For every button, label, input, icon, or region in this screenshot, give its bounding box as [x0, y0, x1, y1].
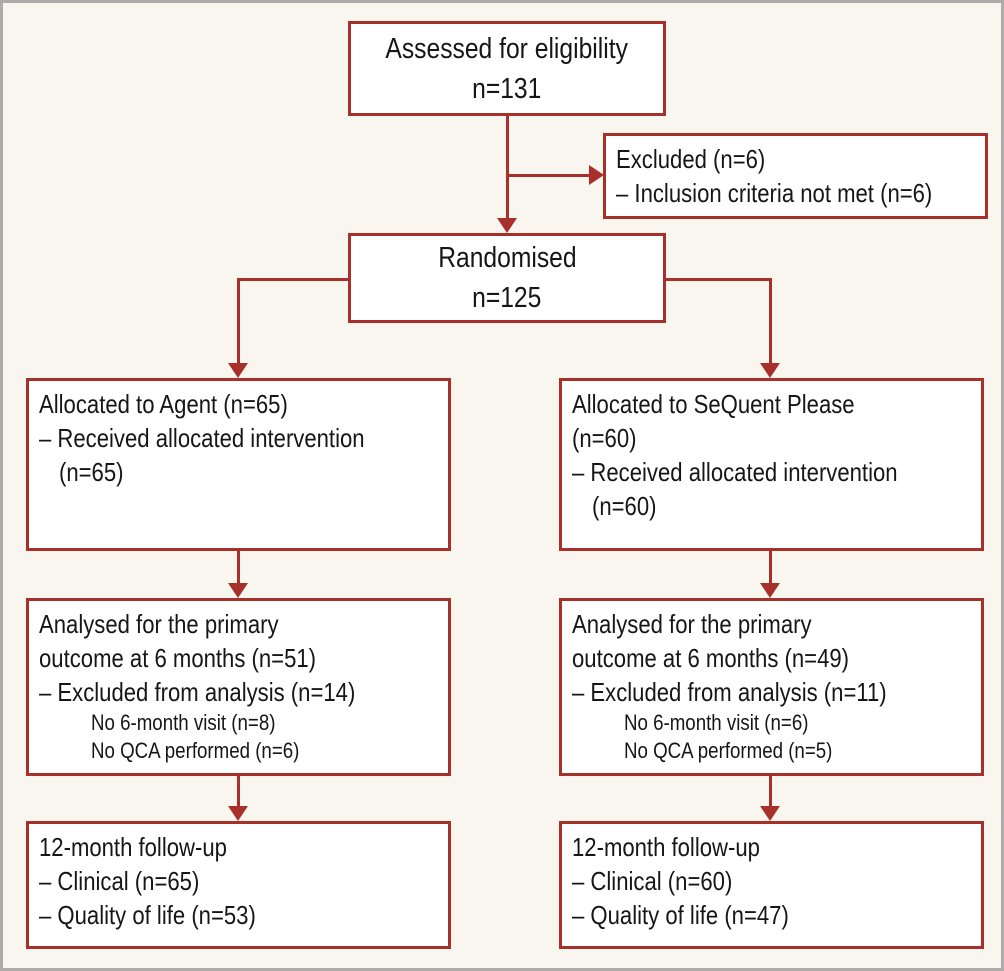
analysis-agent-line: – Excluded from analysis (n=14)	[39, 675, 438, 709]
arrowhead-right-excluded	[589, 165, 604, 185]
excluded-reason: – Inclusion criteria not met (n=6)	[616, 176, 975, 210]
connector-randomised-right-horizontal	[665, 278, 772, 281]
box-excluded: Excluded (n=6) – Inclusion criteria not …	[603, 133, 988, 219]
box-analysed-sequent: Analysed for the primary outcome at 6 mo…	[559, 598, 984, 776]
followup-agent-text: – Clinical (n=65)	[39, 866, 200, 896]
analysis-sequent-line: – Excluded from analysis (n=11)	[572, 675, 971, 709]
randomised-count: n=125	[466, 278, 547, 318]
analysis-agent-line: outcome at 6 months (n=51)	[39, 641, 438, 675]
followup-agent-text: 12-month follow-up	[39, 832, 227, 862]
connector-randomised-left-horizontal	[237, 278, 348, 281]
connector-alloc-analysis-agent	[237, 551, 240, 585]
box-followup-sequent: 12-month follow-up – Clinical (n=60) – Q…	[559, 821, 984, 949]
alloc-agent-line: – Received allocated intervention	[39, 421, 438, 455]
randomised-title: Randomised	[426, 238, 589, 278]
arrowhead-down-alloc-sequent	[760, 363, 780, 378]
connector-alloc-analysis-sequent	[769, 551, 772, 585]
analysis-sequent-text: No QCA performed (n=5)	[624, 738, 833, 763]
excluded-title: Excluded (n=6)	[616, 142, 975, 176]
followup-agent-text: – Quality of life (n=53)	[39, 900, 256, 930]
alloc-agent-line: Allocated to Agent (n=65)	[39, 387, 438, 421]
analysis-sequent-text: No 6-month visit (n=6)	[624, 710, 809, 735]
analysis-sequent-text: – Excluded from analysis (n=11)	[572, 677, 887, 707]
assessed-count: n=131	[466, 69, 547, 109]
analysis-agent-subline: No 6-month visit (n=8)	[39, 709, 438, 737]
box-assessed-eligibility: Assessed for eligibility n=131	[348, 21, 666, 116]
analysis-agent-text: No QCA performed (n=6)	[91, 738, 300, 763]
analysis-sequent-subline: No 6-month visit (n=6)	[572, 709, 971, 737]
followup-agent-line: 12-month follow-up	[39, 830, 438, 864]
followup-sequent-line: – Clinical (n=60)	[572, 864, 971, 898]
connector-randomised-right-vertical	[769, 278, 772, 365]
alloc-agent-line: (n=65)	[39, 455, 438, 489]
alloc-sequent-text: – Received allocated intervention	[572, 457, 898, 487]
assessed-count-text: n=131	[472, 72, 542, 105]
assessed-title: Assessed for eligibility	[364, 29, 649, 69]
analysis-sequent-text: outcome at 6 months (n=49)	[572, 643, 850, 673]
randomised-title-text: Randomised	[437, 242, 577, 274]
analysis-sequent-text: Analysed for the primary	[572, 609, 812, 639]
arrowhead-down-alloc-agent	[228, 363, 248, 378]
followup-sequent-text: 12-month follow-up	[572, 832, 760, 862]
connector-assessed-to-randomised	[506, 116, 509, 220]
box-followup-agent: 12-month follow-up – Clinical (n=65) – Q…	[26, 821, 451, 949]
analysis-sequent-line: Analysed for the primary	[572, 607, 971, 641]
connector-to-excluded	[506, 174, 590, 177]
analysis-agent-text: Analysed for the primary	[39, 609, 279, 639]
followup-agent-line: – Clinical (n=65)	[39, 864, 438, 898]
followup-sequent-text: – Quality of life (n=47)	[572, 900, 789, 930]
assessed-title-text: Assessed for eligibility	[385, 32, 629, 65]
followup-sequent-line: 12-month follow-up	[572, 830, 971, 864]
arrowhead-down-analysis-agent	[228, 583, 248, 598]
alloc-sequent-text: (n=60)	[592, 491, 657, 521]
connector-randomised-left-vertical	[237, 278, 240, 365]
analysis-sequent-line: outcome at 6 months (n=49)	[572, 641, 971, 675]
alloc-agent-text: – Received allocated intervention	[39, 423, 365, 453]
alloc-sequent-line: (n=60)	[572, 489, 971, 523]
analysis-agent-text: No 6-month visit (n=8)	[91, 710, 276, 735]
alloc-sequent-line: – Received allocated intervention	[572, 455, 971, 489]
followup-sequent-line: – Quality of life (n=47)	[572, 898, 971, 932]
alloc-sequent-line: (n=60)	[572, 421, 971, 455]
followup-agent-line: – Quality of life (n=53)	[39, 898, 438, 932]
arrowhead-down-followup-sequent	[760, 806, 780, 821]
alloc-sequent-text: (n=60)	[572, 423, 637, 453]
alloc-agent-text: (n=65)	[59, 457, 124, 487]
analysis-agent-subline: No QCA performed (n=6)	[39, 737, 438, 765]
connector-analysis-followup-agent	[237, 776, 240, 808]
analysis-sequent-subline: No QCA performed (n=5)	[572, 737, 971, 765]
arrowhead-down-analysis-sequent	[760, 583, 780, 598]
arrowhead-down-randomised	[497, 218, 517, 233]
analysis-agent-line: Analysed for the primary	[39, 607, 438, 641]
arrowhead-down-followup-agent	[228, 806, 248, 821]
box-randomised: Randomised n=125	[348, 233, 666, 323]
excluded-title-text: Excluded (n=6)	[616, 144, 766, 174]
connector-analysis-followup-sequent	[769, 776, 772, 808]
alloc-agent-text: Allocated to Agent (n=65)	[39, 389, 288, 419]
box-analysed-agent: Analysed for the primary outcome at 6 mo…	[26, 598, 451, 776]
box-allocated-sequent: Allocated to SeQuent Please (n=60) – Rec…	[559, 378, 984, 551]
followup-sequent-text: – Clinical (n=60)	[572, 866, 733, 896]
box-allocated-agent: Allocated to Agent (n=65) – Received all…	[26, 378, 451, 551]
randomised-count-text: n=125	[472, 282, 542, 314]
alloc-sequent-line: Allocated to SeQuent Please	[572, 387, 971, 421]
alloc-sequent-text: Allocated to SeQuent Please	[572, 389, 855, 419]
excluded-reason-text: – Inclusion criteria not met (n=6)	[616, 178, 933, 208]
analysis-agent-text: – Excluded from analysis (n=14)	[39, 677, 356, 707]
analysis-agent-text: outcome at 6 months (n=51)	[39, 643, 317, 673]
